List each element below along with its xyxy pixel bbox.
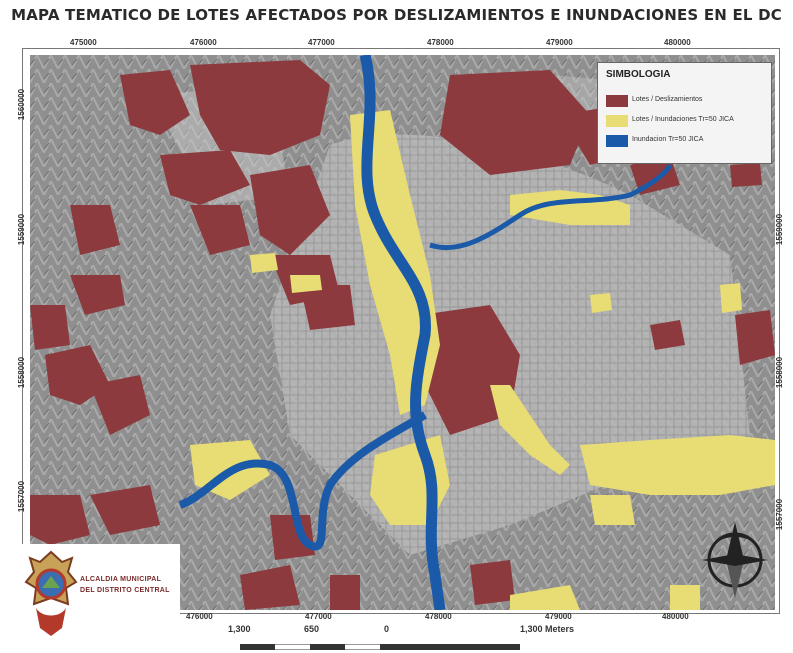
bottom-tick: 476000 [186,612,213,621]
right-tick: 1557000 [775,498,785,531]
scale-bar [240,644,520,650]
bottom-tick: 479000 [545,612,572,621]
flood-river [178,55,673,610]
left-tick: 1558000 [17,356,27,389]
left-tick: 1559000 [17,213,27,246]
legend-swatch [606,115,628,127]
right-tick: 1559000 [775,213,785,246]
north-arrow-icon [702,522,768,598]
bottom-tick: 480000 [662,612,689,621]
map-title: MAPA TEMATICO DE LOTES AFECTADOS POR DES… [11,6,782,24]
bottom-tick: 477000 [305,612,332,621]
legend-swatch [606,135,628,147]
legend-label: Inundacion Tr=50 JICA [632,136,704,143]
legend-swatch [606,95,628,107]
left-tick: 1557000 [17,480,27,513]
left-tick: 1560000 [17,88,27,121]
scale-label: 650 [304,624,320,634]
map-frame [22,48,780,614]
legend-label: Lotes / Inundaciones Tr=50 JICA [632,116,734,123]
legend-title: SIMBOLOGIA [606,69,671,80]
right-tick: 1558000 [775,356,785,389]
municipal-name-line1: ALCALDIA MUNICIPAL [80,576,162,583]
scale-label: 1,300 [228,624,251,634]
municipal-name-line2: DEL DISTRITO CENTRAL [80,587,170,594]
top-tick: 476000 [190,38,217,47]
legend-label: Lotes / Deslizamientos [632,96,703,103]
municipal-crest-icon [24,550,78,636]
top-tick: 478000 [427,38,454,47]
top-tick: 477000 [308,38,335,47]
scale-label: 0 [384,624,390,634]
map-legend: SIMBOLOGIA Lotes / Deslizamientos Lotes … [597,62,772,164]
scale-label: 1,300 Meters [520,624,575,634]
top-tick: 480000 [664,38,691,47]
top-tick: 479000 [546,38,573,47]
municipal-name: ALCALDIA MUNICIPAL DEL DISTRITO CENTRAL [80,574,176,596]
municipal-logo-box: ALCALDIA MUNICIPAL DEL DISTRITO CENTRAL [18,544,180,642]
bottom-tick: 478000 [425,612,452,621]
top-tick: 475000 [70,38,97,47]
